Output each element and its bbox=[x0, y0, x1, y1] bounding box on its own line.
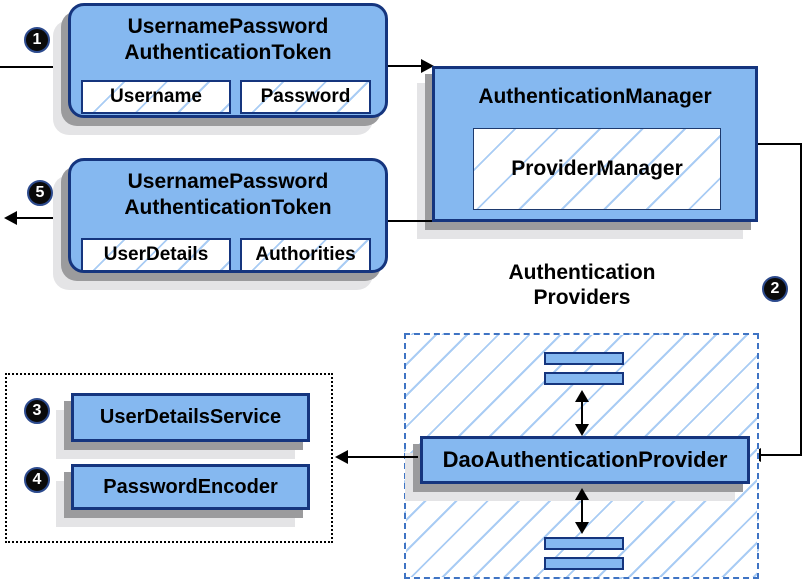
step-5-number: 5 bbox=[35, 184, 45, 201]
provider-placeholder-bar bbox=[544, 557, 624, 570]
authentication-providers-heading: Authentication Providers bbox=[508, 261, 656, 310]
arrow-left-icon bbox=[335, 450, 348, 464]
step-4-number: 4 bbox=[32, 471, 42, 488]
arrow-right-icon bbox=[421, 59, 434, 73]
step-1-number: 1 bbox=[32, 31, 42, 48]
provider-placeholder-bar bbox=[544, 537, 624, 550]
step-3-badge: 3 bbox=[24, 398, 50, 424]
provider-link-line bbox=[581, 498, 583, 524]
provider-placeholder-bar bbox=[544, 352, 624, 365]
outgoing-result-line bbox=[16, 217, 68, 219]
password-field-box: Password bbox=[240, 80, 371, 114]
authentication-providers-container: DaoAuthenticationProvider bbox=[404, 333, 759, 579]
request-token-box: UsernamePassword AuthenticationToken Use… bbox=[68, 3, 388, 118]
arrow-up-icon bbox=[575, 390, 589, 402]
arrow-down-icon bbox=[575, 522, 589, 534]
username-field-box: Username bbox=[81, 80, 231, 114]
authentication-manager-box: AuthenticationManager ProviderManager bbox=[432, 66, 758, 222]
manager-to-provider-line-vertical bbox=[800, 143, 802, 456]
step-3-number: 3 bbox=[32, 402, 42, 419]
result-token-title: UsernamePassword AuthenticationToken bbox=[124, 170, 332, 219]
step-2-badge: 2 bbox=[762, 276, 788, 302]
userdetails-field-box: UserDetails bbox=[81, 238, 231, 272]
request-token-title: UsernamePassword AuthenticationToken bbox=[124, 15, 332, 64]
token-to-manager-line bbox=[388, 65, 424, 67]
step-4-badge: 4 bbox=[24, 467, 50, 493]
provider-manager-box: ProviderManager bbox=[473, 128, 721, 210]
provider-placeholder-bar bbox=[544, 372, 624, 385]
arrow-left-icon bbox=[4, 211, 17, 225]
incoming-request-line bbox=[0, 66, 68, 68]
provider-link-line bbox=[581, 400, 583, 426]
authorities-field-box: Authorities bbox=[240, 238, 371, 272]
collaborators-container bbox=[5, 373, 333, 543]
manager-to-provider-line-bottom bbox=[760, 454, 802, 456]
authentication-manager-title: AuthenticationManager bbox=[478, 85, 712, 108]
manager-to-token-line bbox=[388, 220, 432, 222]
arrow-down-icon bbox=[575, 424, 589, 436]
password-encoder-box: PasswordEncoder bbox=[71, 464, 310, 510]
result-token-box: UsernamePassword AuthenticationToken Use… bbox=[68, 158, 388, 273]
provider-to-collaborators-line bbox=[347, 456, 418, 458]
step-2-number: 2 bbox=[770, 280, 780, 297]
step-1-badge: 1 bbox=[24, 27, 50, 53]
manager-to-provider-line-top bbox=[758, 143, 802, 145]
dao-authentication-provider-box: DaoAuthenticationProvider bbox=[420, 436, 750, 484]
user-details-service-box: UserDetailsService bbox=[71, 393, 310, 442]
arrow-up-icon bbox=[575, 488, 589, 500]
step-5-badge: 5 bbox=[27, 180, 53, 206]
